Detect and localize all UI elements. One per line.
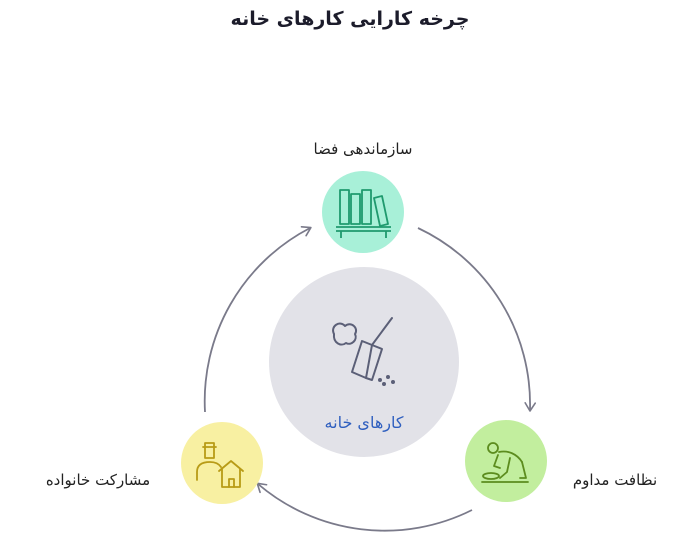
- arrow-clean-to-family: [256, 482, 473, 532]
- node-label-family: مشارکت خانواده: [45, 471, 151, 489]
- node-label-organize: سازماندهی فضا: [313, 140, 413, 158]
- node-circle-clean: [465, 420, 547, 502]
- arrow-organize-to-clean: [417, 227, 536, 412]
- bookshelf-icon: [336, 189, 391, 238]
- center-circle: [269, 267, 459, 457]
- broom-icon: [332, 317, 395, 386]
- center-label: کارهای خانه: [324, 413, 404, 432]
- node-label-clean: نظافت مداوم: [572, 471, 658, 489]
- node-circle-family: [181, 422, 263, 504]
- node-circle-organize: [322, 171, 404, 253]
- arrow-family-to-organize: [203, 225, 312, 413]
- person-scrubbing-floor-icon: [481, 442, 529, 483]
- diagram-title: چرخه کارایی کارهای خانه: [230, 8, 470, 30]
- person-home-icon: [196, 442, 244, 488]
